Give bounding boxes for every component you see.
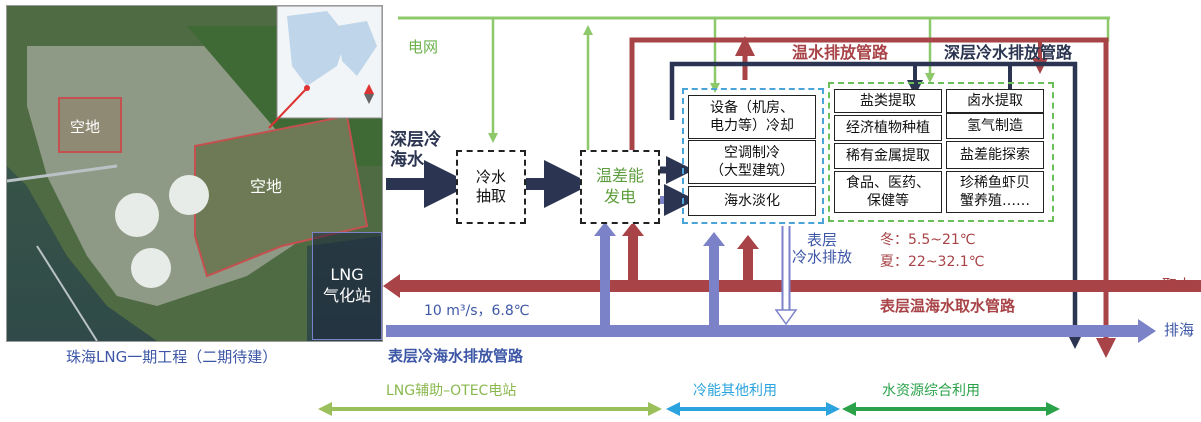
summer-temp-label: 夏：22~32.1℃ [880, 254, 985, 270]
surface-cold-discharge-label: 表层 冷水排放 [792, 231, 853, 267]
vacant-label-small: 空地 [70, 118, 101, 136]
water-use-group [828, 82, 1054, 222]
vacant-plot-small [58, 97, 122, 153]
box-brine-extraction: 卤水提取 [946, 89, 1044, 113]
lng-tank-3 [131, 248, 171, 288]
satellite-map: 空地 空地 [6, 5, 383, 342]
box-cold-intake: 冷水 抽取 [456, 150, 526, 224]
deep-cold-discharge-label: 深层冷水排放管路 [944, 43, 1073, 62]
lng-station: LNG 气化站 [312, 232, 382, 340]
grid-label: 电网 [408, 38, 439, 56]
box-aquaculture: 珍稀鱼虾贝 蟹养殖…… [946, 171, 1044, 213]
lng-tank-2 [169, 175, 209, 215]
warm-discharge-label: 温水排放管路 [792, 43, 889, 62]
north-arrow-icon [364, 84, 374, 94]
box-salinity-gradient: 盐差能探索 [946, 141, 1044, 169]
surface-warm-intake-pipe [383, 222, 1201, 298]
box-salt-extraction: 盐类提取 [834, 89, 942, 113]
range-arrow-cold-energy [666, 402, 840, 416]
intake-water-label: 取水 [1162, 276, 1193, 294]
surface-cold-discharge-pipe [386, 222, 1156, 343]
water-resource-range-label: 水资源综合利用 [882, 383, 980, 399]
box-plant-cultivation: 经济植物种植 [834, 115, 942, 141]
box-rare-metals: 稀有金属提取 [834, 143, 942, 169]
flow-rate-label: 10 m³/s，6.8℃ [424, 303, 530, 319]
winter-temp-label: 冬：5.5~21℃ [880, 232, 976, 248]
drain-label: 排海 [1164, 321, 1195, 339]
cold-use-group [682, 88, 824, 224]
cold-energy-range-label: 冷能其他利用 [693, 383, 777, 399]
deep-cold-water-label: 深层冷 海水 [390, 130, 441, 170]
box-aircon: 空调制冷 （大型建筑） [688, 140, 816, 184]
box-cooling: 设备（机房、 电力等）冷却 [688, 95, 816, 139]
box-food-medicine: 食品、医药、 保健等 [834, 171, 942, 213]
vacant-label-large: 空地 [250, 177, 283, 196]
surface-warm-intake-label: 表层温海水取水管路 [880, 297, 1016, 315]
otec-station-range-label: LNG辅助–OTEC电站 [386, 383, 517, 399]
grid-line [398, 16, 1110, 150]
box-otec: 温差能 发电 [580, 150, 660, 224]
box-hydrogen: 氢气制造 [946, 113, 1044, 139]
range-arrow-otec [318, 402, 662, 416]
box-desalination: 海水淡化 [688, 186, 816, 216]
surface-cold-discharge-pipe-label: 表层冷海水排放管路 [388, 347, 524, 365]
map-terrain [7, 6, 382, 341]
jetty [7, 164, 118, 183]
lng-tank-1 [115, 193, 159, 237]
range-arrow-water-resource [842, 402, 1060, 416]
map-caption: 珠海LNG一期工程（二期待建） [66, 348, 278, 366]
